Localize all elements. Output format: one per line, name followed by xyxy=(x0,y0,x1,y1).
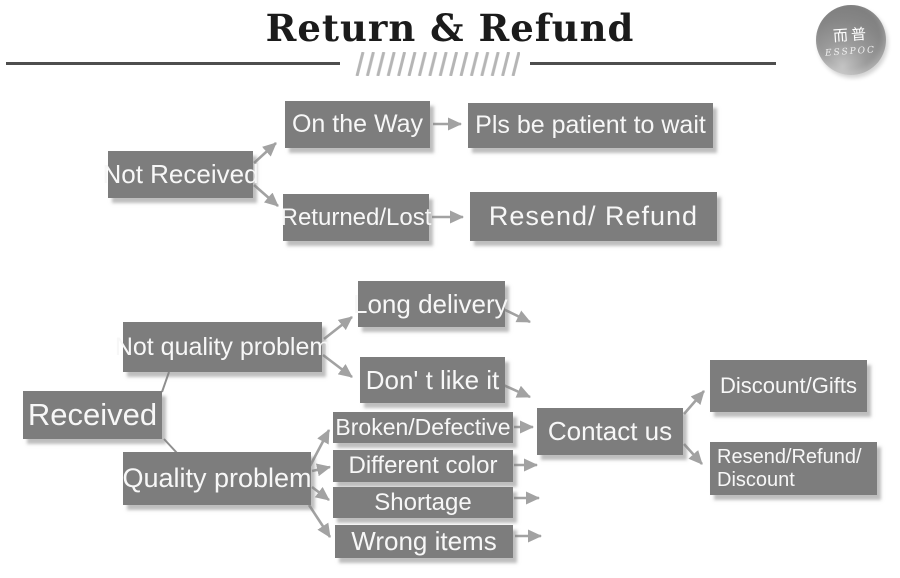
node-broken-defective: Broken/Defective xyxy=(333,412,513,443)
node-returned-lost: Returned/Lost xyxy=(281,194,431,241)
arrow-quality-to-wrong xyxy=(307,504,332,538)
node-received: Received xyxy=(23,391,162,439)
node-wrong-items: Wrong items xyxy=(335,525,513,558)
connector-received-to-not-quality xyxy=(161,371,170,393)
brand-logo: 而普 ESSPOC xyxy=(816,5,886,75)
node-not-received: Not Received xyxy=(102,151,259,198)
arrow-quality-to-broken xyxy=(308,429,331,467)
connector-received-to-quality xyxy=(163,438,178,454)
brand-logo-name-text: ESSPOC xyxy=(825,44,877,59)
page-title: Return & Refund xyxy=(265,6,635,50)
node-quality-problem: Quality problem xyxy=(122,452,312,505)
node-resend-refund-discount: Resend/Refund/ Discount xyxy=(710,442,877,495)
title-rule-left xyxy=(6,62,340,65)
title-rule-right xyxy=(530,62,776,65)
node-pls-be-patient: Pls be patient to wait xyxy=(468,103,713,148)
arrow-quality-to-different xyxy=(311,463,331,477)
title-hatch-decoration xyxy=(354,52,520,76)
arrow-quality-to-shortage xyxy=(311,485,330,502)
node-different-color: Different color xyxy=(333,450,513,482)
brand-logo-chinese-text: 而普 xyxy=(832,24,870,45)
node-not-quality-problem: Not quality problem xyxy=(115,322,330,372)
node-contact-us: Contact us xyxy=(537,408,683,455)
node-long-delivery: Long delivery xyxy=(353,281,508,327)
arrow-contact-to-resend-refund-discount xyxy=(683,443,703,465)
node-dont-like-it: Don' t like it xyxy=(360,357,505,403)
arrow-contact-to-discount-gifts xyxy=(683,390,705,415)
node-discount-gifts: Discount/Gifts xyxy=(710,360,867,412)
node-resend-refund: Resend/ Refund xyxy=(470,192,717,241)
node-shortage: Shortage xyxy=(333,487,513,518)
node-on-the-way: On the Way xyxy=(285,101,430,148)
